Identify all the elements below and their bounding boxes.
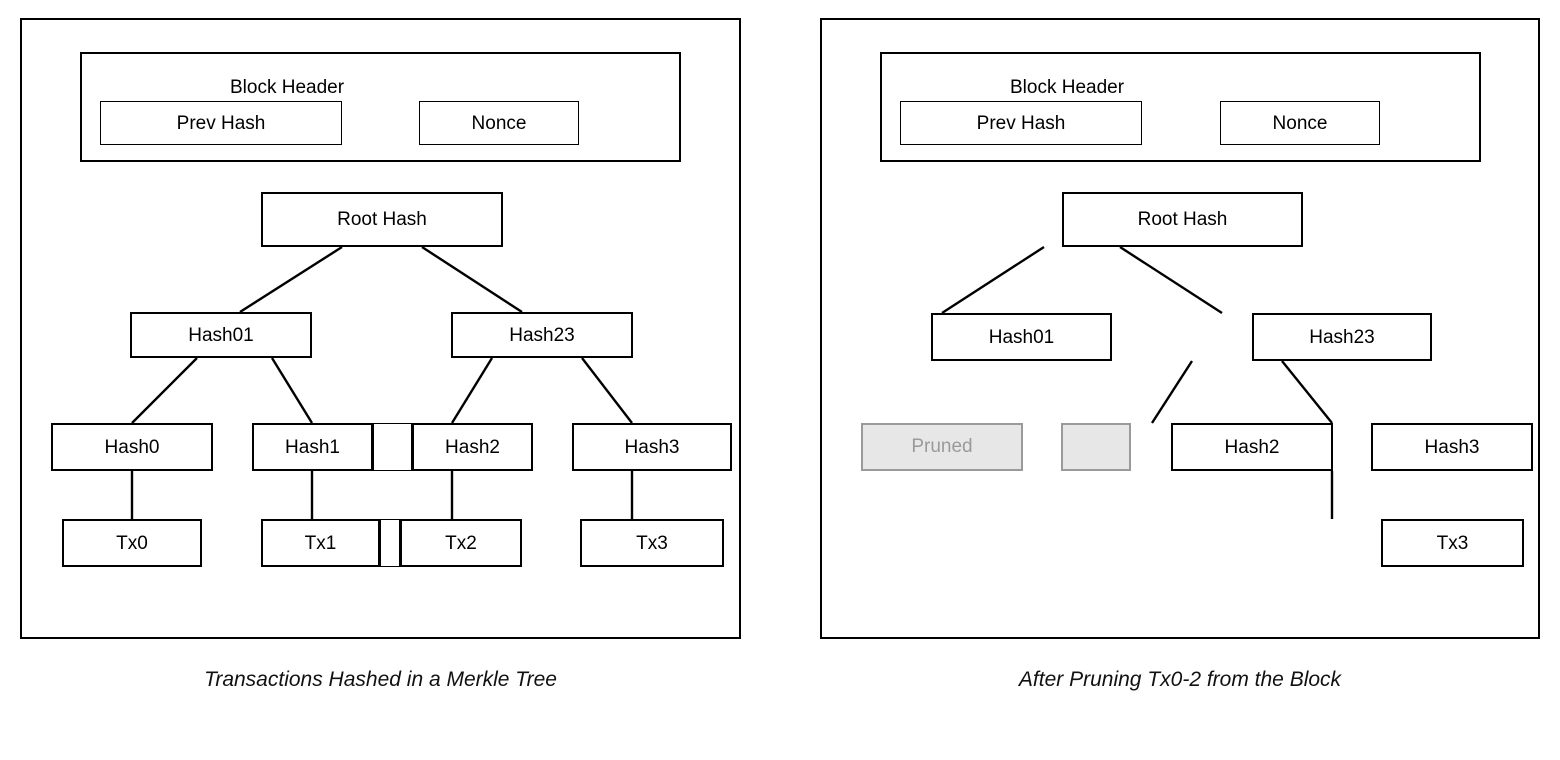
right-hash01-box: Hash01 [931,313,1112,361]
left-panel-caption: Transactions Hashed in a Merkle Tree [204,668,557,691]
right-hash23-box: Hash23 [1252,313,1432,361]
link-root-hash23 [421,245,523,314]
left-panel: Block Header Prev Hash Nonce Root Hash H… [20,18,741,639]
left-tx0-box: Tx0 [62,519,202,567]
left-hash-spacer-box [373,423,412,471]
link-hash23-hash2 [1150,360,1194,424]
left-hash23-box: Hash23 [451,312,633,358]
right-root-hash-box: Root Hash [1062,192,1303,247]
left-nonce-box: Nonce [419,101,579,145]
right-nonce-box: Nonce [1220,101,1380,145]
link-hash01-hash1 [270,357,314,424]
left-block-header-label: Block Header [230,77,345,98]
right-block-header-label: Block Header [1010,77,1125,98]
left-tx-spacer-box [380,519,400,567]
link-hash01-hash0 [131,357,198,424]
link-hash23-hash3 [581,357,633,424]
link-root-hash01 [941,245,1045,315]
left-tx1-box: Tx1 [261,519,380,567]
left-root-hash-box: Root Hash [261,192,503,247]
right-pruned-box: Pruned [861,423,1023,471]
right-pruned-stub-box [1061,423,1131,471]
right-hash3-box: Hash3 [1371,423,1533,471]
right-hash2-box: Hash2 [1171,423,1333,471]
left-hash1-box: Hash1 [252,423,373,471]
left-tx2-box: Tx2 [400,519,522,567]
left-prev-hash-box: Prev Hash [100,101,342,145]
link-root-hash23 [1119,245,1223,315]
left-hash2-box: Hash2 [412,423,533,471]
left-tx3-box: Tx3 [580,519,724,567]
right-panel-caption: After Pruning Tx0-2 from the Block [1018,668,1342,691]
right-prev-hash-box: Prev Hash [900,101,1142,145]
right-panel: Block Header Prev Hash Nonce Root Hash H… [820,18,1540,639]
left-hash01-box: Hash01 [130,312,312,358]
link-root-hash01 [239,245,343,314]
left-hash3-box: Hash3 [572,423,732,471]
left-hash0-box: Hash0 [51,423,213,471]
link-hash23-hash3 [1281,360,1333,424]
right-tx3-box: Tx3 [1381,519,1524,567]
link-hash23-hash2 [450,357,494,424]
